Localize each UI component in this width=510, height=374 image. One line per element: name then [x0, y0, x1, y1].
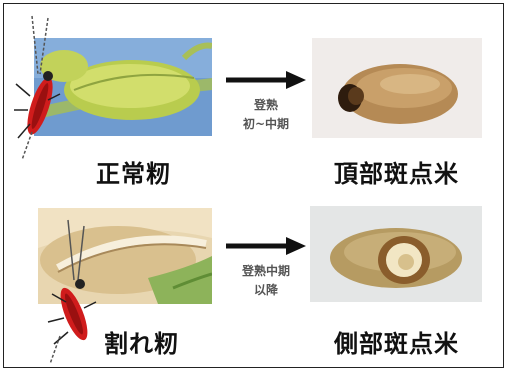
- side-spot-kernel-photo: [310, 206, 482, 302]
- stage-line-2: 以降: [211, 281, 321, 300]
- right-arrow-icon-2: [226, 236, 306, 256]
- caption-cracked-grain: 割れ籾: [104, 324, 179, 359]
- caption-tip-spot-rice: 頂部斑点米: [334, 154, 459, 189]
- caption-side-spot-rice: 側部斑点米: [334, 324, 459, 359]
- diagram-frame: 登熟 初~中期 正常籾 頂部斑点米: [3, 3, 504, 368]
- tip-spot-kernel-photo: [312, 38, 482, 138]
- stink-bug-icon: [10, 14, 62, 164]
- stage-label-mid: 登熟中期 以降: [211, 262, 321, 300]
- right-arrow-icon: [226, 70, 306, 90]
- stink-bug-icon-2: [40, 218, 100, 368]
- stage-line-1: 登熟中期: [211, 262, 321, 281]
- stage-line-2: 初~中期: [211, 115, 321, 134]
- caption-normal-grain: 正常籾: [96, 154, 171, 189]
- stage-line-1: 登熟: [211, 96, 321, 115]
- stage-label-early: 登熟 初~中期: [211, 96, 321, 134]
